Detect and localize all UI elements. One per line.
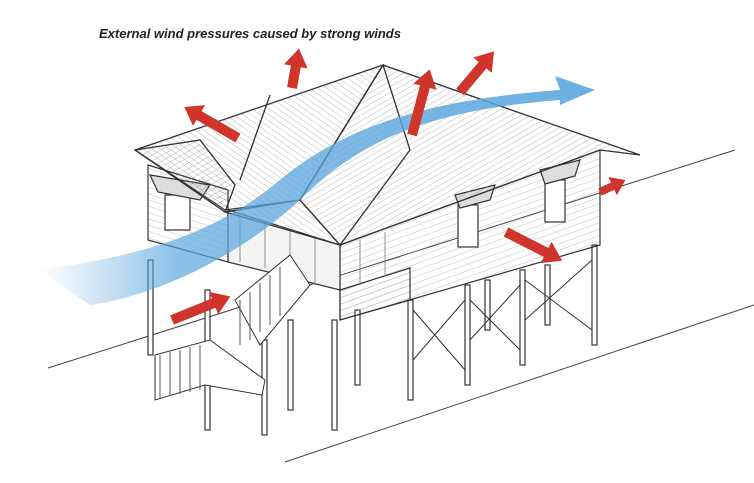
pressure-arrow-icon <box>184 105 241 143</box>
pressure-arrow-icon <box>170 292 231 325</box>
stairs <box>154 254 311 401</box>
pressure-arrow-icon <box>456 51 495 96</box>
wind-flow-arrow-icon <box>40 76 595 305</box>
pressure-arrow-icon <box>284 48 308 89</box>
diagram-title: External wind pressures caused by strong… <box>99 26 401 41</box>
pressure-arrow-icon <box>407 69 437 137</box>
pressure-arrow-icon <box>598 177 626 196</box>
pressure-arrow-icon <box>503 227 563 264</box>
pressure-arrows <box>170 48 626 325</box>
